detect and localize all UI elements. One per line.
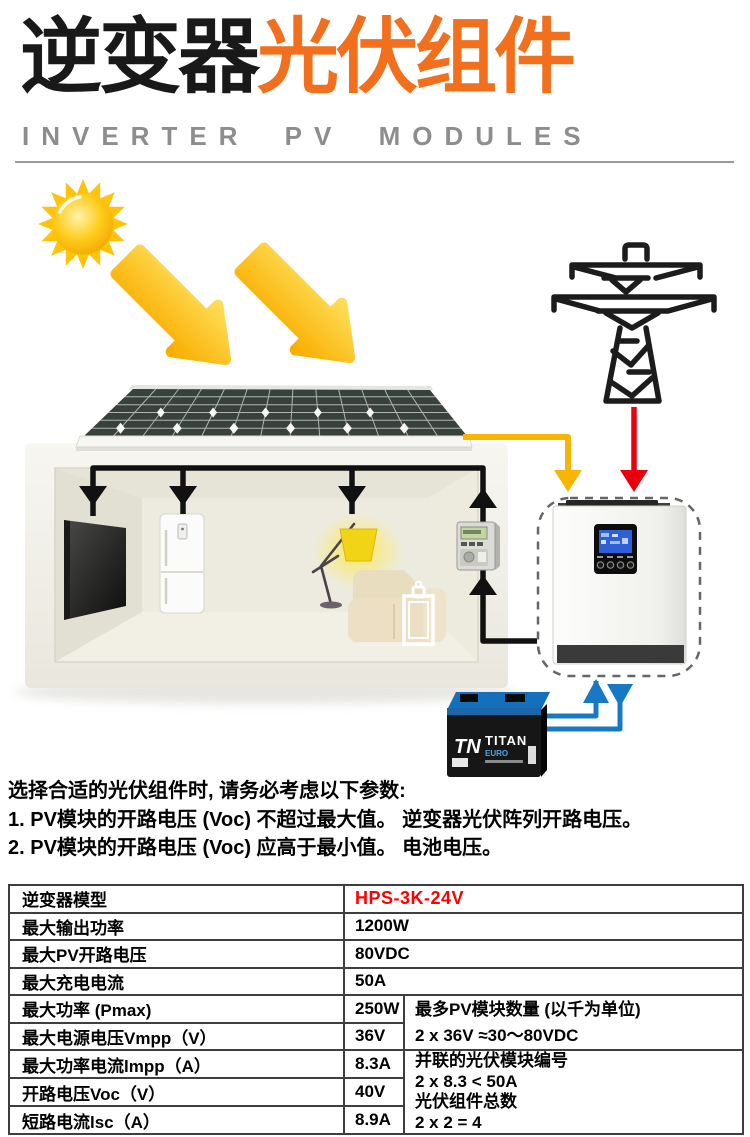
spec-value: 1200W xyxy=(342,911,745,941)
system-diagram: TN TITAN EURO xyxy=(15,179,717,777)
battery-brand: TITAN xyxy=(485,733,527,748)
spec-value: 8.3A xyxy=(343,1049,405,1079)
pv-module-note-line: 最多PV模块数量 (以千为单位) xyxy=(415,999,641,1019)
table-row: 最大功率电流lmpp（A） 8.3A 并联的光伏模块编号 2 x 8.3 < 5… xyxy=(8,1049,745,1135)
cable-arrow-up-icon xyxy=(583,679,609,703)
table-row: 最大输出功率 1200W xyxy=(8,911,745,941)
parallel-note-line: 并联的光伏模块编号 xyxy=(415,1051,568,1070)
sun-icon xyxy=(38,179,128,269)
cable-arrow-down-icon xyxy=(607,684,633,707)
notes-item-2: 2. PV模块的开路电压 (Voc) 应高于最小值。 电池电压。 xyxy=(8,837,503,859)
spec-value-model: HPS-3K-24V xyxy=(342,884,745,914)
notes-intro: 选择合适的光伏组件时, 请务必考虑以下参数: xyxy=(8,780,406,802)
spec-label: 短路电流lsc（A） xyxy=(8,1105,345,1135)
grid-power-arrow-icon xyxy=(620,407,648,492)
wire-arrow-down-icon xyxy=(79,486,107,506)
title-orange: 光伏组件 xyxy=(257,12,576,103)
transmission-tower-icon xyxy=(551,242,717,404)
spec-label: 最大PV开路电压 xyxy=(8,939,345,969)
header-divider xyxy=(15,161,734,163)
parallel-note-line: 光伏组件总数 xyxy=(415,1092,517,1111)
spec-value: 50A xyxy=(342,966,745,996)
inverter-button xyxy=(626,561,635,569)
inverter-control-panel xyxy=(594,524,637,574)
table-row: 最大PV开路电压 80VDC xyxy=(8,939,745,969)
battery-logo: TN xyxy=(454,736,481,758)
inverter-button xyxy=(606,561,615,569)
spec-label: 最大输出功率 xyxy=(8,911,345,941)
fridge-icon xyxy=(159,513,205,614)
sunlight-arrow-icon xyxy=(234,242,356,364)
inverter-button xyxy=(616,561,625,569)
battery-cables xyxy=(543,679,633,732)
notes-item-1: 1. PV模块的开路电压 (Voc) 不超过最大值。 逆变器光伏阵列开路电压。 xyxy=(8,808,643,831)
wire-arrow-up-icon xyxy=(469,488,497,508)
table-row: 开路电压Voc（V） 40V xyxy=(8,1077,743,1107)
inverter-button xyxy=(596,561,605,569)
pv-module-note: 最多PV模块数量 (以千为单位) 2 x 36V ≈30～80VDC xyxy=(402,994,745,1051)
tv-icon xyxy=(64,520,126,620)
wire-arrow-down-icon xyxy=(169,486,197,506)
title-black: 逆变器 xyxy=(20,12,260,103)
spec-value: 250W xyxy=(343,994,405,1024)
spec-label: 最大功率电流lmpp（A） xyxy=(8,1049,345,1079)
spec-label: 最大充电电流 xyxy=(8,966,345,996)
inverter xyxy=(536,496,702,678)
wire-arrow-up-icon xyxy=(469,575,497,595)
table-row: 最大电源电压Vmpp（V） 36V xyxy=(8,1021,743,1051)
spec-value: 80VDC xyxy=(342,939,745,969)
spec-value: 36V xyxy=(343,1021,405,1051)
parallel-note: 并联的光伏模块编号 2 x 8.3 < 50A 光伏组件总数 2 x 2 = 4 xyxy=(402,1049,745,1135)
spec-label: 逆变器模型 xyxy=(8,884,345,914)
lantern-icon xyxy=(402,581,435,646)
pv-power-arrow-icon xyxy=(463,434,582,492)
spec-value: 40V xyxy=(343,1077,405,1107)
spec-table: 逆变器模型 HPS-3K-24V 最大输出功率 1200W 最大PV开路电压 8… xyxy=(8,884,745,1135)
parallel-note-line: 2 x 2 = 4 xyxy=(415,1112,482,1132)
page-title: 逆变器光伏组件 xyxy=(20,10,576,107)
spec-label: 最大电源电压Vmpp（V） xyxy=(8,1021,345,1051)
table-row: 逆变器模型 HPS-3K-24V xyxy=(8,884,745,914)
parallel-note-line: 2 x 8.3 < 50A xyxy=(415,1071,518,1091)
spec-label: 开路电压Voc（V） xyxy=(8,1077,345,1107)
spec-label: 最大功率 (Pmax) xyxy=(8,994,345,1024)
wire-arrow-down-icon xyxy=(338,486,366,506)
selection-notes: 选择合适的光伏组件时, 请务必考虑以下参数: 1. PV模块的开路电压 (Voc… xyxy=(8,777,642,863)
table-row: 短路电流lsc（A） 8.9A xyxy=(8,1105,743,1135)
solar-panel xyxy=(75,385,473,451)
power-meter-icon xyxy=(456,521,500,571)
pv-module-note-line: 2 x 36V ≈30～80VDC xyxy=(415,1025,579,1045)
sunlight-arrow-icon xyxy=(110,244,232,366)
table-row: 最大充电电流 50A xyxy=(8,966,745,996)
battery-series: EURO xyxy=(485,749,508,758)
table-row: 最大功率 (Pmax) 250W 最多PV模块数量 (以千为单位) 2 x 36… xyxy=(8,994,745,1051)
page-subtitle: INVERTER PV MODULES xyxy=(22,121,593,151)
spec-value: 8.9A xyxy=(343,1105,405,1135)
house-wiring xyxy=(79,465,537,644)
battery-icon: TN TITAN EURO xyxy=(447,692,550,777)
